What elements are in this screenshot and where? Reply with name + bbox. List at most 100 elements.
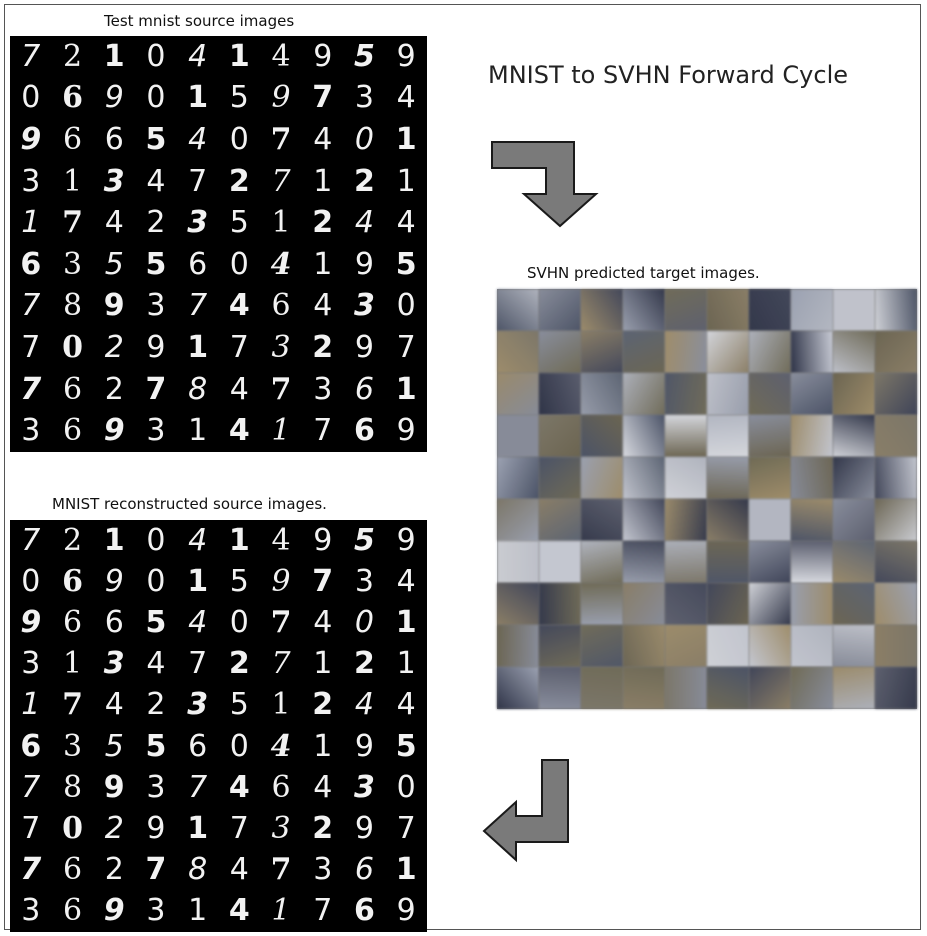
digit-cell: 9 <box>396 522 416 558</box>
digit-cell: 9 <box>354 329 374 365</box>
digit-cell: 1 <box>21 687 41 723</box>
digit-cell: 7 <box>229 329 249 365</box>
digit-cell: 0 <box>62 810 83 846</box>
digit-cell: 0 <box>229 604 249 640</box>
digit-cell: 1 <box>396 646 416 682</box>
svhn-image-tile <box>581 667 623 709</box>
svhn-image-tile <box>833 289 875 331</box>
digit-cell: 6 <box>20 246 42 282</box>
digit-cell: 8 <box>188 371 208 407</box>
digit-cell: 0 <box>146 80 166 116</box>
digit-cell: 3 <box>62 246 83 282</box>
digit-cell: 0 <box>354 604 374 640</box>
digit-cell: 3 <box>103 163 125 199</box>
digit-cell: 2 <box>104 810 124 846</box>
svhn-image-tile <box>581 625 623 667</box>
svhn-image-tile <box>581 499 623 541</box>
digit-cell: 7 <box>20 852 42 888</box>
digit-cell: 9 <box>396 413 416 449</box>
svhn-image-tile <box>581 289 623 331</box>
digit-cell: 1 <box>187 563 209 599</box>
digit-cell: 4 <box>228 893 250 929</box>
svhn-image-tile <box>875 373 917 415</box>
svhn-image-tile <box>623 331 665 373</box>
digit-cell: 3 <box>187 687 209 723</box>
digit-cell: 1 <box>271 687 291 723</box>
digit-cell: 6 <box>188 728 208 764</box>
digit-cell: 1 <box>313 246 333 282</box>
digit-cell: 6 <box>20 728 42 764</box>
digit-cell: 2 <box>354 163 375 199</box>
svhn-image-tile <box>539 541 581 583</box>
digit-cell: 7 <box>312 563 334 599</box>
svhn-image-tile <box>665 331 707 373</box>
svhn-image-tile <box>665 541 707 583</box>
digit-cell: 4 <box>354 205 374 241</box>
digit-cell: 2 <box>104 371 124 407</box>
svhn-image-tile <box>833 499 875 541</box>
svhn-image-tile <box>497 415 539 457</box>
backward-arrow-icon <box>482 759 569 863</box>
svhn-image-tile <box>749 499 791 541</box>
svhn-image-tile <box>539 499 581 541</box>
svhn-image-tile <box>539 415 581 457</box>
svhn-image-tile <box>707 625 749 667</box>
svhn-image-tile <box>791 541 833 583</box>
digit-cell: 9 <box>103 288 125 324</box>
digit-cell: 6 <box>62 563 83 599</box>
digit-cell: 3 <box>146 769 166 805</box>
svhn-image-tile <box>707 289 749 331</box>
digit-cell: 3 <box>21 893 41 929</box>
svhn-image-tile <box>497 667 539 709</box>
digit-cell: 5 <box>354 38 375 74</box>
digit-cell: 7 <box>270 121 292 157</box>
digit-cell: 9 <box>396 893 416 929</box>
digit-cell: 3 <box>313 852 333 888</box>
digit-cell: 1 <box>313 728 333 764</box>
digit-cell: 7 <box>270 604 292 640</box>
digit-cell: 7 <box>145 371 167 407</box>
svhn-image-tile <box>791 373 833 415</box>
digit-cell: 1 <box>62 163 83 199</box>
svhn-image-tile <box>875 667 917 709</box>
svhn-image-tile <box>623 583 665 625</box>
digit-cell: 4 <box>104 687 124 723</box>
digit-cell: 7 <box>188 288 208 324</box>
digit-cell: 3 <box>354 563 374 599</box>
digit-cell: 4 <box>354 687 374 723</box>
svhn-image-tile <box>707 541 749 583</box>
svhn-image-tile <box>623 667 665 709</box>
digit-cell: 0 <box>229 246 249 282</box>
digit-cell: 7 <box>188 163 208 199</box>
svhn-image-tile <box>707 457 749 499</box>
svhn-image-tile <box>833 625 875 667</box>
svhn-image-tile <box>791 667 833 709</box>
svhn-image-tile <box>875 625 917 667</box>
digit-cell: 6 <box>62 121 83 157</box>
digit-cell: 1 <box>313 163 333 199</box>
digit-cell: 9 <box>313 522 333 558</box>
digit-cell: 7 <box>396 810 416 846</box>
svhn-image-tile <box>833 415 875 457</box>
svhn-image-tile <box>791 331 833 373</box>
digit-cell: 6 <box>62 893 83 929</box>
digit-cell: 1 <box>396 163 416 199</box>
svhn-image-tile <box>581 583 623 625</box>
svhn-image-tile <box>791 625 833 667</box>
forward-arrow-icon <box>491 141 599 228</box>
digit-cell: 0 <box>146 563 166 599</box>
svhn-image-tile <box>497 457 539 499</box>
digit-cell: 6 <box>188 246 208 282</box>
svhn-image-tile <box>581 541 623 583</box>
digit-cell: 4 <box>396 205 416 241</box>
digit-cell: 2 <box>146 687 166 723</box>
digit-cell: 7 <box>313 893 333 929</box>
digit-cell: 4 <box>313 288 333 324</box>
digit-cell: 2 <box>104 852 124 888</box>
svhn-image-tile <box>581 457 623 499</box>
digit-cell: 1 <box>271 413 291 449</box>
svhn-image-tile <box>749 289 791 331</box>
svhn-image-tile <box>539 457 581 499</box>
digit-cell: 6 <box>271 769 291 805</box>
